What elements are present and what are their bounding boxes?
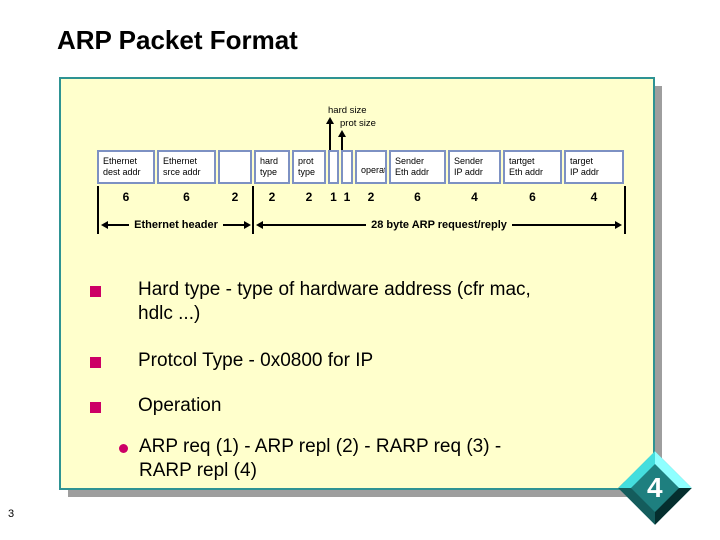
field-label: Sender [395,156,425,166]
bullet-text: Operation [138,395,222,416]
page-title: ARP Packet Format [57,25,298,55]
arrow-line [511,224,616,226]
field-label: type [298,167,316,177]
arrow-right-icon [244,221,251,229]
span-divider [624,186,626,234]
arp-request-span: 28 byte ARP request/reply [256,218,623,232]
field-label: IP addr [570,167,599,177]
byte-size: 2 [231,190,239,204]
byte-size: 6 [183,190,190,204]
byte-size: 2 [305,190,313,204]
byte-size: 2 [367,190,375,204]
byte-size: 4 [471,190,478,204]
field-label: tartget [509,156,535,166]
span-divider [97,186,99,234]
subbullet-arp-operations: ARP req (1) - ARP repl (2) - RARP req (3… [119,435,501,483]
field-label: type [260,167,278,177]
square-bullet-icon [90,357,101,368]
byte-size: 2 [268,190,276,204]
arrow-left-icon [101,221,108,229]
field-label: Eth addr [509,167,544,177]
bullet-hard-type: Hard type - type of hardware address (cf… [90,278,531,326]
field-label: Eth addr [395,167,430,177]
hard-size-arrow-icon [326,117,334,124]
field-label: hard [260,156,279,166]
byte-size: 1 [330,190,337,204]
field-prot-size [341,150,353,184]
field-label: Ethernet [103,156,138,166]
hard-size-arrow-shaft [329,124,331,155]
slide-number-text: 4 [647,471,663,503]
arrow-line [263,224,367,226]
arrow-left-icon [256,221,263,229]
bullet-text: ARP req (1) - ARP repl (2) - RARP req (3… [139,436,502,457]
byte-size: 4 [590,190,598,204]
ethernet-header-label: Ethernet header [134,219,218,231]
field-ethernet-type [218,150,252,184]
arrow-line [108,224,130,226]
prot-size-label: prot size [340,118,376,129]
bullet-text: Protcol Type - 0x0800 for IP [138,350,374,371]
byte-size: 6 [414,190,421,204]
field-label: IP addr [454,167,483,177]
field-label: dest addr [103,167,141,177]
byte-sizes-row: 6 6 2 2 2 1 1 2 6 4 6 4 [97,190,625,204]
arrow-right-icon [615,221,623,229]
byte-size: 6 [122,190,130,204]
bullet-protocol-type: Protcol Type - 0x0800 for IP [90,349,373,373]
square-bullet-icon [90,286,101,297]
bullet-text: Hard type - type of hardware address (cf… [138,279,531,300]
field-label: operat [361,164,387,175]
prot-size-arrow-icon [338,130,346,137]
field-label: Ethernet [163,156,198,166]
hard-size-label: hard size [328,105,367,116]
field-label: prot [298,156,314,166]
field-hard-size [328,150,339,184]
ethernet-header-span: Ethernet header [101,218,251,232]
span-divider [252,186,254,234]
field-label: srce addr [163,167,201,177]
bullet-text: RARP repl (4) [139,460,257,481]
byte-size: 1 [343,190,351,204]
square-bullet-icon [90,402,101,413]
prot-size-arrow-shaft [341,137,343,155]
field-label: target [570,156,594,166]
bullet-text: hdlc ...) [138,303,201,324]
page-number: 3 [8,508,15,520]
byte-size: 6 [529,190,536,204]
field-label: Sender [454,156,484,166]
bullet-operation: Operation [90,394,221,418]
field-operation: operat [355,150,387,184]
arrow-line [222,224,244,226]
arp-request-label: 28 byte ARP request/reply [371,219,507,231]
round-bullet-icon [119,444,128,453]
